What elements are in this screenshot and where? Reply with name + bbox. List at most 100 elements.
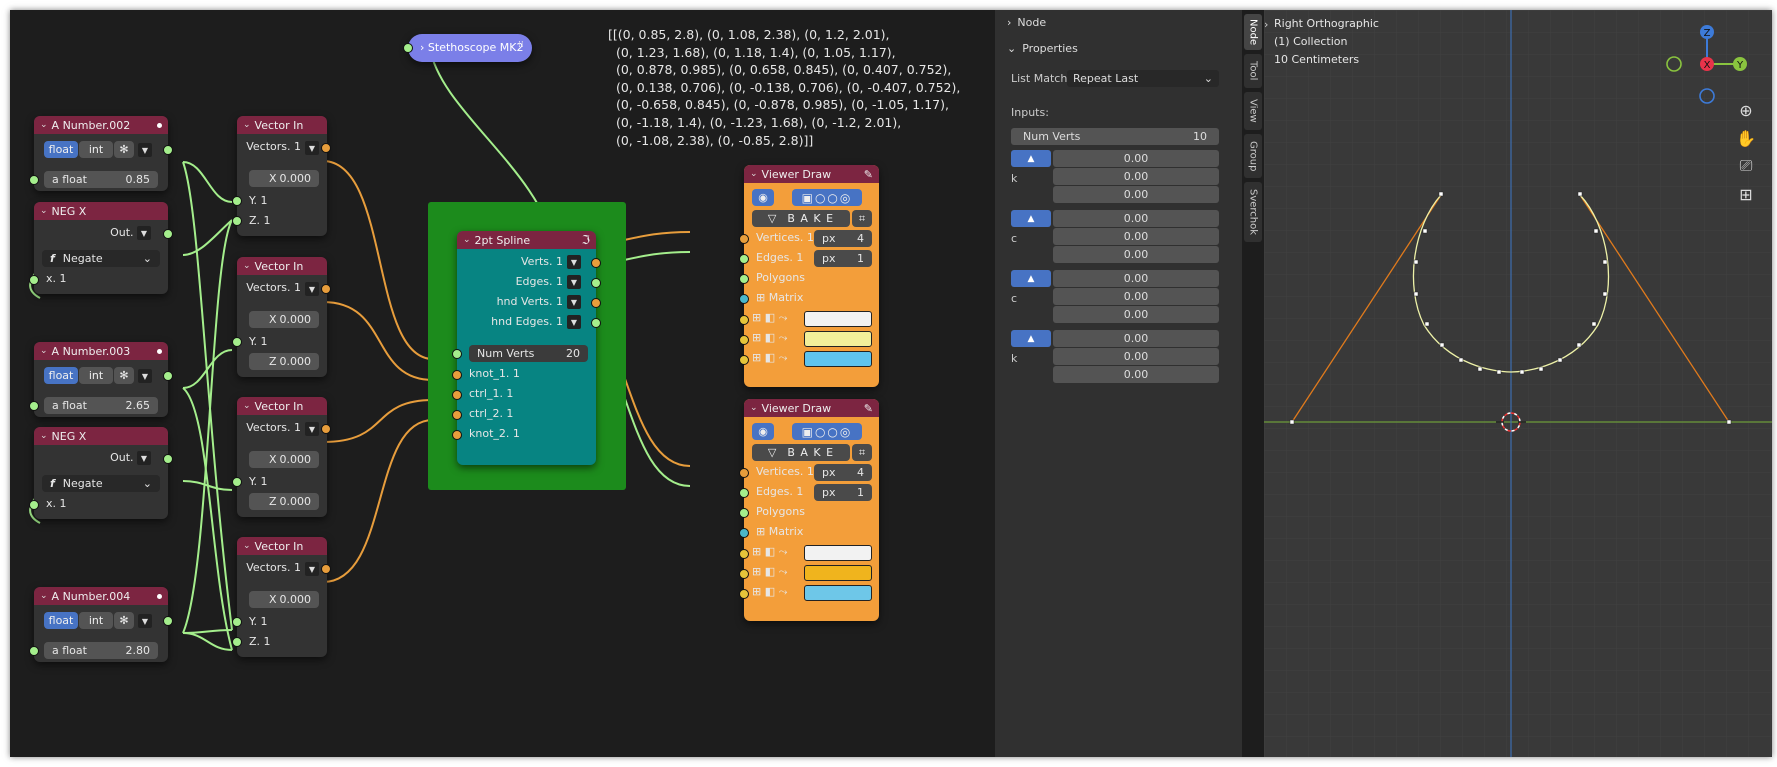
neg-x-node-1[interactable]: ⌄ NEG X Out. 1 ▼ f Negate⌄ x. 1 (29, 202, 173, 294)
input-socket[interactable] (29, 646, 39, 656)
group-value-field[interactable]: 0.00 (1053, 246, 1219, 263)
node-header[interactable]: ⌄ Vector In (237, 116, 327, 134)
output-socket[interactable] (163, 371, 173, 381)
y-input-socket[interactable] (232, 617, 242, 627)
camera-icon[interactable]: ⎚ (1739, 156, 1753, 175)
collapse-group-button[interactable]: ▲ (1011, 270, 1051, 287)
input-socket[interactable] (29, 500, 39, 510)
bounds-icon[interactable]: ⌗ (852, 210, 872, 227)
group-value-field[interactable]: 0.00 (1053, 150, 1219, 167)
output-socket[interactable] (163, 145, 173, 155)
bounds-icon[interactable]: ⌗ (852, 444, 872, 461)
knot1-input-socket[interactable] (452, 370, 462, 380)
dropdown-arrow-icon[interactable]: ▼ (567, 315, 581, 329)
dropdown-arrow-icon[interactable]: ▼ (138, 369, 152, 383)
display-modes-group[interactable]: ▣○○◎ (792, 189, 862, 206)
dropdown-arrow-icon[interactable]: ▼ (305, 562, 319, 576)
face-color-socket[interactable] (739, 589, 749, 599)
vertices-input-socket[interactable] (739, 234, 749, 244)
collapse-group-button[interactable]: ▲ (1011, 330, 1051, 347)
node-header[interactable]: ⌄ Vector In (237, 397, 327, 415)
pan-hand-icon[interactable]: ✋ (1736, 128, 1756, 148)
function-select[interactable]: f Negate⌄ (42, 250, 160, 267)
properties-section-header[interactable]: ⌄Properties (1007, 41, 1078, 55)
collapse-group-button[interactable]: ▲ (1011, 210, 1051, 227)
float-mode-button[interactable]: float (44, 612, 78, 629)
node-header[interactable]: ⌄ NEG X (34, 427, 168, 445)
verts-output-socket[interactable] (591, 258, 601, 268)
node-header[interactable]: ⌄ A Number.002 (34, 116, 168, 134)
dropdown-arrow-icon[interactable]: ▼ (305, 422, 319, 436)
node-section-header[interactable]: ›Node (1007, 15, 1047, 29)
tab-view[interactable]: View (1244, 92, 1262, 130)
vertices-input-socket[interactable] (739, 468, 749, 478)
tab-group[interactable]: Group (1244, 134, 1262, 178)
group-value-field[interactable]: 0.00 (1053, 186, 1219, 203)
y-input-socket[interactable] (232, 477, 242, 487)
edge-color-swatch[interactable] (804, 565, 872, 581)
output-socket[interactable] (321, 284, 331, 294)
node-header[interactable]: ⌄ Vector In (237, 537, 327, 555)
output-socket[interactable] (321, 564, 331, 574)
display-modes-group[interactable]: ▣○○◎ (792, 423, 862, 440)
tab-node[interactable]: Node (1244, 14, 1262, 50)
ctrl2-input-socket[interactable] (452, 410, 462, 420)
grid-toggle-icon[interactable]: ⊞ (1739, 184, 1753, 204)
gear-icon[interactable]: ✻ (114, 612, 134, 629)
polygons-input-socket[interactable] (739, 508, 749, 518)
vertex-color-swatch[interactable] (804, 311, 872, 327)
z-input-socket[interactable] (232, 637, 242, 647)
input-socket[interactable] (29, 175, 39, 185)
dropdown-arrow-icon[interactable]: ▼ (137, 226, 151, 240)
bake-button[interactable]: ▽B A K E (752, 444, 850, 461)
stethoscope-node[interactable]: › Stethoscope MK2 ⁞⁞ (403, 34, 532, 62)
viewer-draw-node-1[interactable]: ⌄ Viewer Draw ✎ ◉ ▣○○◎ ▽B A K E ⌗ Vertic… (739, 165, 879, 387)
face-color-socket[interactable] (739, 355, 749, 365)
3d-viewport[interactable]: Right Orthographic (1) Collection 10 Cen… (1264, 10, 1772, 757)
ctrl1-input-socket[interactable] (452, 390, 462, 400)
node-header[interactable]: ⌄ Viewer Draw ✎ (744, 165, 879, 183)
output-socket[interactable] (163, 454, 173, 464)
group-value-field[interactable]: 0.00 (1053, 270, 1219, 287)
num-verts-input-socket[interactable] (452, 349, 462, 359)
spline-node[interactable]: ⌄ 2pt Spline ℑ Verts. 1 ▼ Edges. 1 ▼ hnd… (452, 231, 601, 465)
group-value-field[interactable]: 0.00 (1053, 210, 1219, 227)
hnd-edges-output-socket[interactable] (591, 318, 601, 328)
dropdown-arrow-icon[interactable]: ▼ (305, 141, 319, 155)
face-color-swatch[interactable] (804, 351, 872, 367)
input-socket[interactable] (29, 401, 39, 411)
gear-icon[interactable]: ✻ (114, 367, 134, 384)
dropdown-arrow-icon[interactable]: ▼ (305, 282, 319, 296)
eye-icon[interactable]: ◉ (752, 189, 774, 206)
node-header[interactable]: ⌄ NEG X (34, 202, 168, 220)
zoom-icon[interactable]: ⊕ (1739, 100, 1753, 120)
group-value-field[interactable]: 0.00 (1053, 366, 1219, 383)
input-socket[interactable] (29, 275, 39, 285)
edges-input-socket[interactable] (739, 254, 749, 264)
matrix-input-socket[interactable] (739, 528, 749, 538)
int-mode-button[interactable]: int (79, 141, 113, 158)
edge-color-socket[interactable] (739, 569, 749, 579)
chevron-right-icon[interactable]: › (1264, 18, 1269, 31)
node-header[interactable]: ⌄ Vector In (237, 257, 327, 275)
edges-input-socket[interactable] (739, 488, 749, 498)
group-value-field[interactable]: 0.00 (1053, 330, 1219, 347)
edge-color-socket[interactable] (739, 335, 749, 345)
face-color-swatch[interactable] (804, 585, 872, 601)
edges-output-socket[interactable] (591, 278, 601, 288)
